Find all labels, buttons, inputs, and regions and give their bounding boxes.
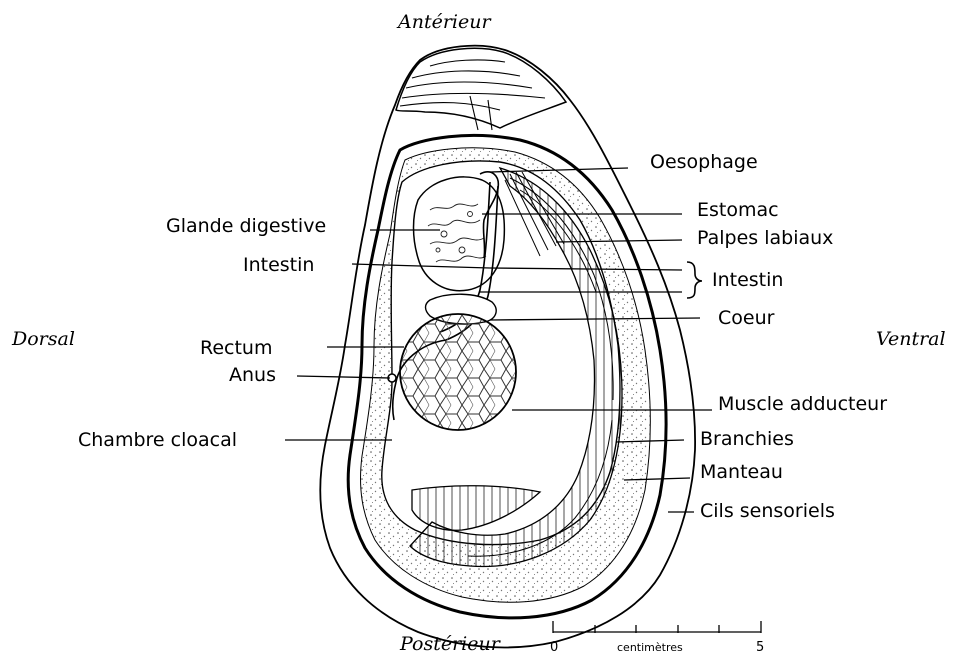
label-intestin-left: Intestin xyxy=(243,254,314,276)
hinge-ridges xyxy=(400,60,545,130)
digestive-gland xyxy=(414,177,505,291)
adductor-muscle xyxy=(400,314,516,430)
label-rectum: Rectum xyxy=(200,337,272,359)
label-ventral: Ventral xyxy=(876,328,946,350)
label-coeur: Coeur xyxy=(718,307,775,329)
label-intestin-right: Intestin xyxy=(712,269,783,291)
label-palpes-labiaux: Palpes labiaux xyxy=(697,227,833,249)
scale-start-label: 0 xyxy=(550,640,558,655)
label-cils-sensoriels: Cils sensoriels xyxy=(700,500,835,522)
label-anterieur: Antérieur xyxy=(396,11,492,33)
intestin-brace xyxy=(687,262,702,298)
scale-unit-label: centimètres xyxy=(617,641,683,654)
label-muscle-adducteur: Muscle adducteur xyxy=(718,393,887,415)
label-oesophage: Oesophage xyxy=(650,151,758,173)
label-posterieur: Postérieur xyxy=(399,633,502,655)
label-estomac: Estomac xyxy=(697,199,779,221)
scale-bar: 0 centimètres 5 xyxy=(550,621,764,655)
label-manteau: Manteau xyxy=(700,461,783,483)
label-anus: Anus xyxy=(229,364,276,386)
label-dorsal: Dorsal xyxy=(11,328,75,350)
label-branchies: Branchies xyxy=(700,428,794,450)
label-chambre-cloacal: Chambre cloacal xyxy=(78,429,237,451)
scale-end-label: 5 xyxy=(756,640,764,655)
label-glande-digestive: Glande digestive xyxy=(166,215,326,237)
